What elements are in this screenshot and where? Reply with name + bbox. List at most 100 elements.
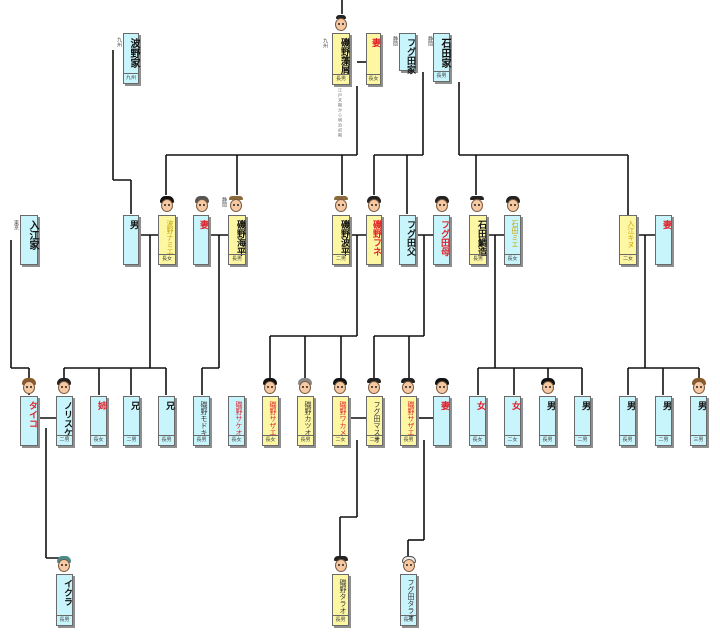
family-name: フグ田家 bbox=[405, 38, 415, 74]
face-icon bbox=[333, 15, 349, 32]
person-card-norisuke[interactable]: ノリスケ 二男 bbox=[56, 396, 73, 446]
person-card-isono-wife2[interactable]: 妻 bbox=[193, 215, 209, 265]
person-card-onna2[interactable]: 女 二女 bbox=[504, 396, 521, 446]
card-footer: 二女 bbox=[505, 435, 520, 445]
person-card-isono-namihei[interactable]: 磯野波平 二男 bbox=[332, 215, 350, 265]
family-card-namino[interactable]: 波野家 九州 bbox=[123, 33, 139, 84]
person-card-ishida-wife[interactable]: 石田ミエ 長女 bbox=[504, 215, 521, 265]
side-label-shizuoka: 静岡 bbox=[392, 36, 398, 46]
card-footer: 長男 bbox=[401, 615, 416, 625]
person-card-sazae[interactable]: 磯野サザエ 長女 bbox=[262, 396, 279, 446]
side-label-tokyo: 東京 bbox=[13, 220, 19, 230]
person-card-taiko[interactable]: タイコ bbox=[20, 396, 38, 446]
side-label-kyushu: 九州 bbox=[116, 37, 122, 47]
face-icon bbox=[469, 196, 485, 213]
family-card-irie[interactable]: 入江家 bbox=[20, 215, 38, 265]
person-name: フグ田父 bbox=[405, 220, 415, 256]
person-name: 女 bbox=[475, 401, 485, 410]
person-card-irie-son2[interactable]: 男 二男 bbox=[655, 396, 672, 446]
person-card-otoko1[interactable]: 男 長男 bbox=[539, 396, 556, 446]
face-icon bbox=[56, 556, 72, 573]
person-card-masuo[interactable]: フグ田マスオ 二男 bbox=[366, 396, 383, 446]
face-icon bbox=[505, 196, 521, 213]
card-footer: 二男 bbox=[124, 435, 139, 445]
person-name: フグ田母 bbox=[439, 220, 449, 256]
person-card-umihei-child1[interactable]: 磯野モドキ 長男 bbox=[193, 396, 210, 446]
person-name: 妻 bbox=[661, 220, 671, 229]
person-card-irie-son3[interactable]: 男 三男 bbox=[690, 396, 707, 446]
person-card-ikura[interactable]: イクラ 長男 bbox=[56, 574, 73, 626]
person-name: フグ田マスオ bbox=[373, 401, 381, 443]
person-card-masuo-wife[interactable]: 妻 bbox=[433, 396, 450, 446]
card-footer: 長女 bbox=[263, 435, 278, 445]
person-name: イクラ bbox=[62, 579, 72, 606]
person-name: 男 bbox=[661, 401, 671, 410]
card-footer: 二女 bbox=[333, 435, 348, 445]
person-name: 妻 bbox=[370, 38, 380, 47]
family-card-ishida[interactable]: 石田家 長男 bbox=[433, 33, 450, 82]
face-icon bbox=[366, 378, 382, 395]
card-footer: 三男 bbox=[691, 435, 706, 445]
face-icon bbox=[333, 196, 349, 213]
face-icon bbox=[159, 196, 175, 213]
person-card-irie-wife[interactable]: 妻 bbox=[655, 215, 672, 265]
person-name: 姉 bbox=[96, 401, 106, 410]
person-name: 男 bbox=[625, 401, 635, 410]
face-icon bbox=[194, 196, 210, 213]
side-label-shizuoka: 静岡 bbox=[427, 36, 433, 46]
person-card-namino-wife[interactable]: 波野ナミエ 長女 bbox=[158, 215, 176, 265]
face-icon bbox=[540, 378, 556, 395]
face-icon bbox=[56, 378, 72, 395]
person-card-fuguta-tarao[interactable]: フグ田タラオ 長男 bbox=[400, 574, 417, 626]
person-name: フグ田タラオ bbox=[407, 579, 415, 621]
person-card-isono-umihei[interactable]: 磯野海平 長男 bbox=[228, 215, 246, 265]
person-card-fuguta-father[interactable]: フグ田父 bbox=[399, 215, 416, 265]
person-name: 兄 bbox=[129, 401, 139, 410]
card-footer: 長男 bbox=[333, 74, 349, 84]
person-card-isono-tarao[interactable]: 磯野タラオ 長男 bbox=[332, 574, 349, 626]
card-footer: 二女 bbox=[620, 254, 636, 264]
person-name: 石田ミエ bbox=[511, 220, 519, 248]
person-card-sazae2[interactable]: 磯野サザエ 長男 bbox=[400, 396, 417, 446]
person-name: 男 bbox=[580, 401, 590, 410]
person-card-fuguta-mother[interactable]: フグ田母 bbox=[433, 215, 450, 265]
person-card-irie-son1[interactable]: 男 長男 bbox=[619, 396, 636, 446]
person-name: 磯野海平 bbox=[235, 220, 245, 256]
card-footer: 長男 bbox=[434, 71, 449, 81]
card-footer: 二男 bbox=[57, 435, 72, 445]
face-icon bbox=[434, 378, 450, 395]
person-name: 磯野藻屑 bbox=[339, 38, 349, 74]
person-card-ani2[interactable]: 兄 長男 bbox=[158, 396, 175, 446]
person-card-ane[interactable]: 姉 長女 bbox=[90, 396, 107, 446]
person-card-umihei-child2[interactable]: 磯野サケオ 長女 bbox=[228, 396, 245, 446]
card-footer: 長女 bbox=[505, 254, 520, 264]
card-footer: 長女 bbox=[159, 254, 175, 264]
card-footer: 長女 bbox=[367, 74, 380, 82]
family-card-fuguta[interactable]: フグ田家 bbox=[399, 33, 416, 74]
person-card-otoko2[interactable]: 男 二男 bbox=[574, 396, 591, 446]
person-card-wife-top[interactable]: 妻 長女 bbox=[366, 33, 381, 85]
side-label-shizuoka: 静岡 bbox=[221, 197, 227, 207]
person-card-ishida-suzuo[interactable]: 石田鯛造 長男 bbox=[469, 215, 487, 265]
card-footer: 長男 bbox=[159, 435, 174, 445]
card-footer: 二男 bbox=[367, 435, 382, 445]
family-name: 波野家 bbox=[128, 38, 139, 68]
person-card-irie-daughter[interactable]: 入江キヌ 二女 bbox=[619, 215, 637, 265]
person-card-namino-son[interactable]: 男 bbox=[123, 215, 139, 265]
face-icon bbox=[400, 378, 416, 395]
person-card-wakame[interactable]: 磯野ワカメ 二女 bbox=[332, 396, 349, 446]
person-card-ani1[interactable]: 兄 二男 bbox=[123, 396, 140, 446]
person-name: 磯野タラオ bbox=[339, 579, 347, 614]
person-card-katsuo[interactable]: 磯野カツオ 長男 bbox=[297, 396, 314, 446]
face-icon bbox=[262, 378, 278, 395]
face-icon bbox=[401, 556, 417, 573]
face-icon bbox=[297, 378, 313, 395]
person-name: ノリスケ bbox=[62, 401, 72, 437]
face-icon bbox=[332, 378, 348, 395]
person-card-onna1[interactable]: 女 長女 bbox=[469, 396, 486, 446]
person-card-isono-fune[interactable]: 磯野フネ bbox=[366, 215, 382, 265]
annotation-note: 江戸末期から明治初期 bbox=[338, 88, 343, 138]
card-footer: 二男 bbox=[333, 254, 349, 264]
card-footer: 長男 bbox=[229, 254, 245, 264]
person-card-isono-michihei[interactable]: 磯野藻屑 長男 bbox=[332, 33, 350, 85]
